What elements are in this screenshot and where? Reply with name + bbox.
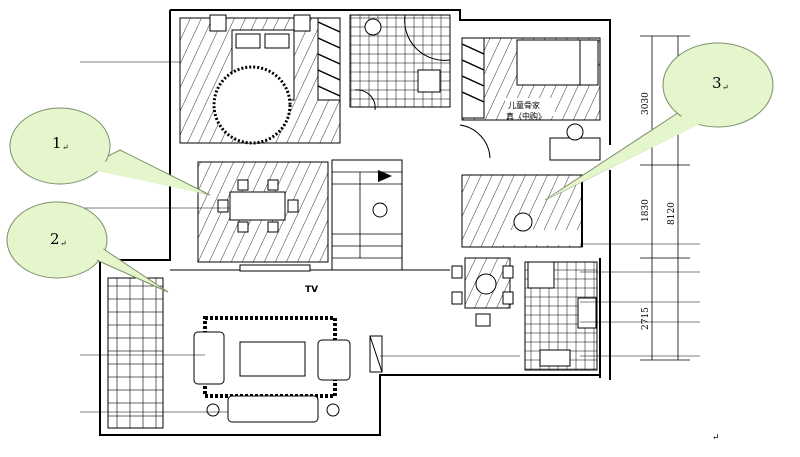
balcony (107, 277, 164, 429)
kids-furniture-label-1: 儿童骨家 (508, 100, 540, 110)
callout-2-mark: ↵ (60, 239, 67, 248)
walls (99, 9, 611, 436)
tv-label: TV (305, 285, 318, 295)
callout-2: 2 ↵ (6, 201, 169, 293)
dimension-upper: 3030 (641, 92, 651, 115)
callout-1-label: 1 (52, 134, 62, 152)
kitchen (524, 261, 598, 371)
kids-bedroom: 儿童骨家 真（中购） (459, 37, 601, 161)
dining-room (197, 161, 329, 263)
callout-2-label: 2 (50, 230, 60, 248)
callout-3-label: 3 (712, 74, 722, 92)
dinette (451, 257, 514, 327)
callout-1-mark: ↵ (62, 143, 69, 152)
leader-lines (80, 61, 700, 413)
dimension-total: 8120 (667, 202, 677, 225)
callout-1: 1 ↵ (9, 107, 211, 196)
callout-3: 3 ↵ (544, 42, 774, 201)
bathroom (349, 14, 451, 111)
dimension-lower: 2715 (641, 307, 651, 330)
study (461, 174, 583, 248)
staircase (331, 159, 403, 271)
master-bedroom (179, 14, 341, 145)
callout-3-mark: ↵ (722, 83, 729, 92)
kids-furniture-label-2: 真（中购） (506, 111, 546, 121)
corner-mark: ↵ (712, 433, 720, 443)
living-room: TV (170, 264, 450, 423)
dimension-middle: 1830 (641, 199, 651, 222)
